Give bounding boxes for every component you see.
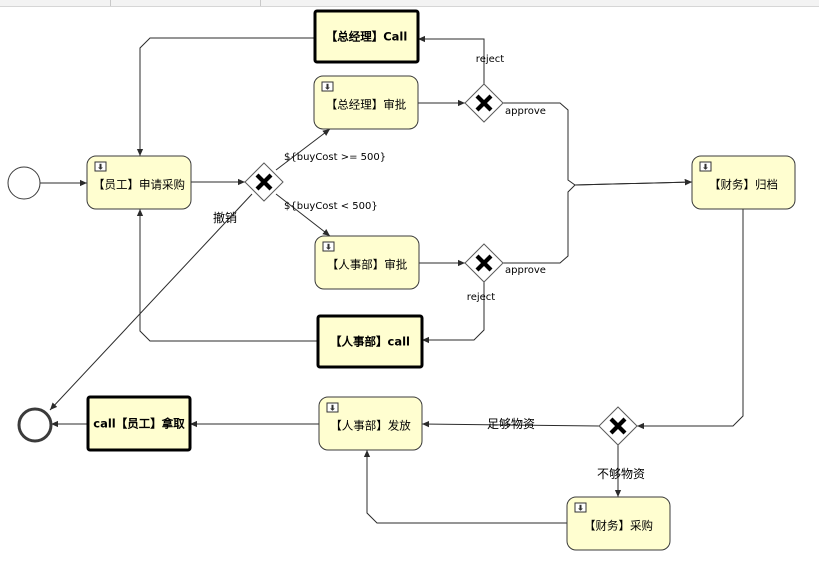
task-label: 【总经理】Call	[326, 30, 408, 44]
sequence-flow-gw_cost-to-t_hr_approve[interactable]	[275, 193, 331, 237]
sequence-flow-gw_hr-to-t_hr_call[interactable]	[422, 282, 485, 344]
sequence-flow-t_gm_call-to-t_apply[interactable]	[136, 37, 315, 156]
edge-label: reject	[467, 292, 495, 303]
user-task-gm-approve[interactable]: 【总经理】审批	[313, 75, 419, 130]
task-box	[318, 396, 423, 451]
edge-label: 不够物资	[597, 467, 645, 481]
edge-label: ${buyCost >= 500}	[284, 152, 386, 163]
exclusive-gateway[interactable]	[244, 162, 284, 202]
exclusive-gateway[interactable]	[464, 83, 504, 123]
start-event[interactable]	[7, 166, 41, 200]
task-box	[86, 395, 192, 452]
exclusive-gateway[interactable]	[464, 243, 504, 283]
top-strip-segment	[110, 0, 261, 6]
call-activity-hr-call[interactable]: 【人事部】call	[316, 314, 424, 369]
task-label: call【员工】拿取	[93, 417, 185, 431]
user-task-fin-archive[interactable]: 【财务】归档	[691, 155, 796, 210]
user-task-icon	[322, 241, 335, 252]
user-task-icon	[574, 502, 587, 513]
user-task-hr-issue[interactable]: 【人事部】发放	[318, 396, 423, 451]
task-box	[691, 155, 796, 210]
exclusive-gateway[interactable]	[598, 406, 638, 446]
task-label: 【人事部】call	[330, 335, 410, 349]
sequence-flow-t_fin_buy-to-t_hr_issue[interactable]	[363, 450, 567, 524]
user-task-hr-approve[interactable]: 【人事部】审批	[314, 235, 420, 290]
call-activity-gm-call[interactable]: 【总经理】Call	[313, 9, 420, 64]
task-label: 【员工】申请采购	[93, 178, 185, 192]
user-task-icon	[321, 81, 334, 92]
user-task-fin-buy[interactable]: 【财务】采购	[566, 496, 671, 551]
task-box	[316, 314, 424, 369]
edge-label: approve	[505, 265, 546, 276]
gateway-x-icon	[475, 254, 493, 272]
task-label: 【财务】采购	[584, 519, 653, 533]
sequence-flow-gw_gm-to-t_gm_call[interactable]	[418, 35, 485, 84]
top-strip-segment	[0, 0, 111, 6]
edge-label: reject	[476, 54, 504, 65]
task-label: 【总经理】审批	[326, 98, 407, 112]
edges-layer	[40, 35, 744, 524]
sequence-flow-gw_cost-to-end[interactable]	[49, 193, 253, 411]
sequence-flow-t_hr_call-to-t_apply[interactable]	[136, 209, 318, 342]
gateway-x-icon	[255, 173, 273, 191]
gateway-x-icon	[475, 94, 493, 112]
sequence-flow-gw_cost-to-t_gm_approve[interactable]	[275, 128, 331, 171]
task-box	[86, 155, 192, 210]
edge-label: 足够物资	[487, 417, 535, 431]
edge-label: approve	[505, 106, 546, 117]
edge-labels-layer: ${buyCost >= 500} ${buyCost < 500} 撤销 rejec…	[213, 54, 645, 481]
task-label: 【人事部】审批	[327, 258, 408, 272]
task-label: 【财务】归档	[709, 178, 778, 192]
task-box	[313, 9, 420, 64]
sequence-flow-gw_stock-to-t_hr_issue[interactable]	[421, 420, 600, 428]
window-top-strip	[0, 0, 819, 7]
task-label: 【人事部】发放	[330, 419, 411, 433]
sequence-flow-t_fin_archive-to-gw_stock[interactable]	[637, 209, 744, 430]
end-event[interactable]	[17, 407, 53, 443]
edge-label: ${buyCost < 500}	[284, 201, 378, 212]
gateway-x-icon	[609, 417, 627, 435]
user-task-icon	[699, 161, 712, 172]
user-task-icon	[326, 402, 339, 413]
edge-label: 撤销	[213, 210, 237, 225]
call-activity-emp-take[interactable]: call【员工】拿取	[86, 395, 192, 452]
nodes-layer: 【员工】申请采购 【总经理】Call 【总经理】审批【人事部】审批【人事部】call…	[7, 9, 796, 551]
user-task-apply[interactable]: 【员工】申请采购	[86, 155, 192, 210]
sequence-flow-gw_hr-to-t_fin_archive[interactable]	[503, 178, 693, 264]
task-box	[314, 235, 420, 290]
task-box	[566, 496, 671, 551]
task-box	[313, 75, 419, 130]
user-task-icon	[94, 161, 107, 172]
